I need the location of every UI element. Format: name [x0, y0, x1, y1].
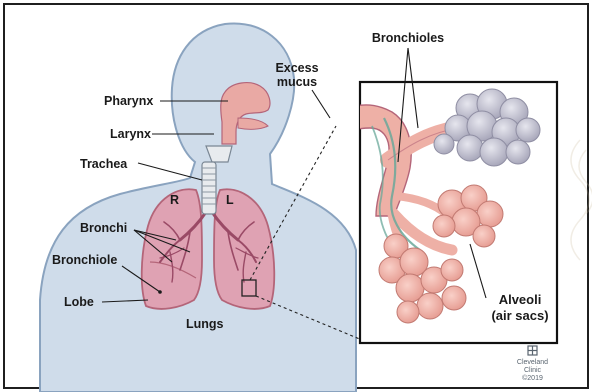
credit-line-1: Cleveland [517, 359, 548, 366]
label-bronchiole: Bronchiole [52, 253, 117, 267]
label-air-sacs: (air sacs) [491, 308, 548, 323]
label-mucus: mucus [277, 75, 317, 89]
trachea [202, 162, 216, 214]
label-trachea: Trachea [80, 157, 128, 171]
credit-line-2: Clinic [524, 367, 542, 374]
label-right-lung-marker: R [170, 193, 179, 207]
leader-dots [158, 290, 162, 294]
label-bronchioles: Bronchioles [372, 31, 444, 45]
label-left-lung-marker: L [226, 193, 234, 207]
label-larynx: Larynx [110, 127, 151, 141]
label-lobe: Lobe [64, 295, 94, 309]
label-excess: Excess [275, 61, 318, 75]
label-pharynx: Pharynx [104, 94, 153, 108]
credit-line-3: ©2019 [522, 374, 543, 382]
label-lungs: Lungs [186, 317, 224, 331]
label-bronchi: Bronchi [80, 221, 127, 235]
label-alveoli: Alveoli [499, 292, 542, 307]
